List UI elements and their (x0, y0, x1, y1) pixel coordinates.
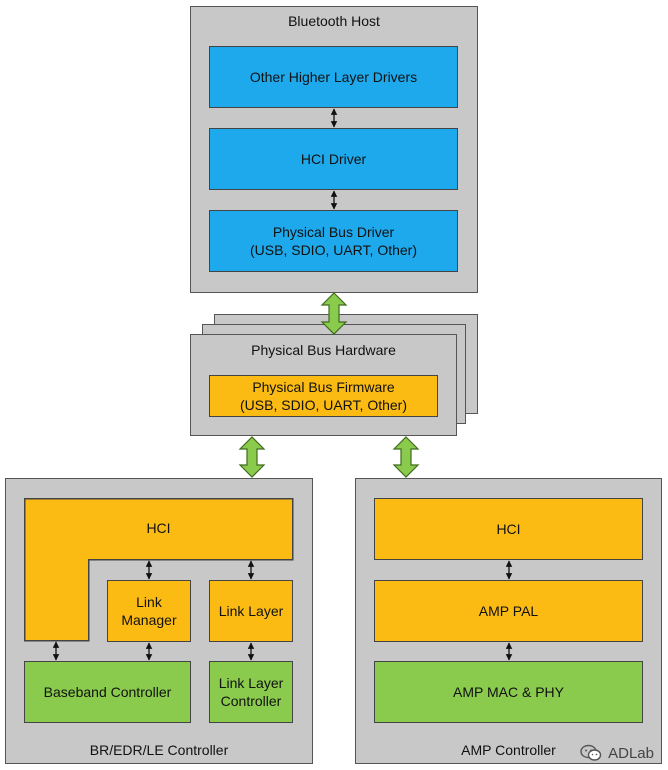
link-manager-block: Link Manager (107, 580, 191, 642)
bluetooth-host-title: Bluetooth Host (288, 13, 380, 29)
green-arrow-host-bus (320, 292, 348, 335)
amp-hci-block: HCI (374, 498, 643, 560)
wechat-icon (580, 744, 602, 761)
link-layer-controller-block: Link Layer Controller (209, 661, 293, 723)
physical-bus-hardware-title: Physical Bus Hardware (251, 342, 396, 358)
green-arrow-bus-bredr (238, 436, 266, 478)
green-arrow-bus-amp (392, 436, 420, 478)
physical-bus-driver-block: Physical Bus Driver (USB, SDIO, UART, Ot… (209, 210, 458, 272)
watermark-text: ADLab (608, 744, 654, 762)
bredr-hci-label: HCI (146, 520, 171, 536)
amp-controller-title: AMP Controller (461, 742, 556, 758)
amp-pal-block: AMP PAL (374, 580, 643, 642)
baseband-controller-block: Baseband Controller (24, 661, 191, 723)
adlab-watermark: ADLab (580, 744, 654, 762)
physical-bus-firmware-block: Physical Bus Firmware (USB, SDIO, UART, … (209, 375, 438, 417)
amp-mac-phy-block: AMP MAC & PHY (374, 661, 643, 723)
bredr-le-controller-title: BR/EDR/LE Controller (89, 742, 229, 758)
link-layer-block: Link Layer (209, 580, 293, 642)
hci-driver-block: HCI Driver (209, 128, 458, 190)
other-higher-layer-drivers-block: Other Higher Layer Drivers (209, 46, 458, 108)
